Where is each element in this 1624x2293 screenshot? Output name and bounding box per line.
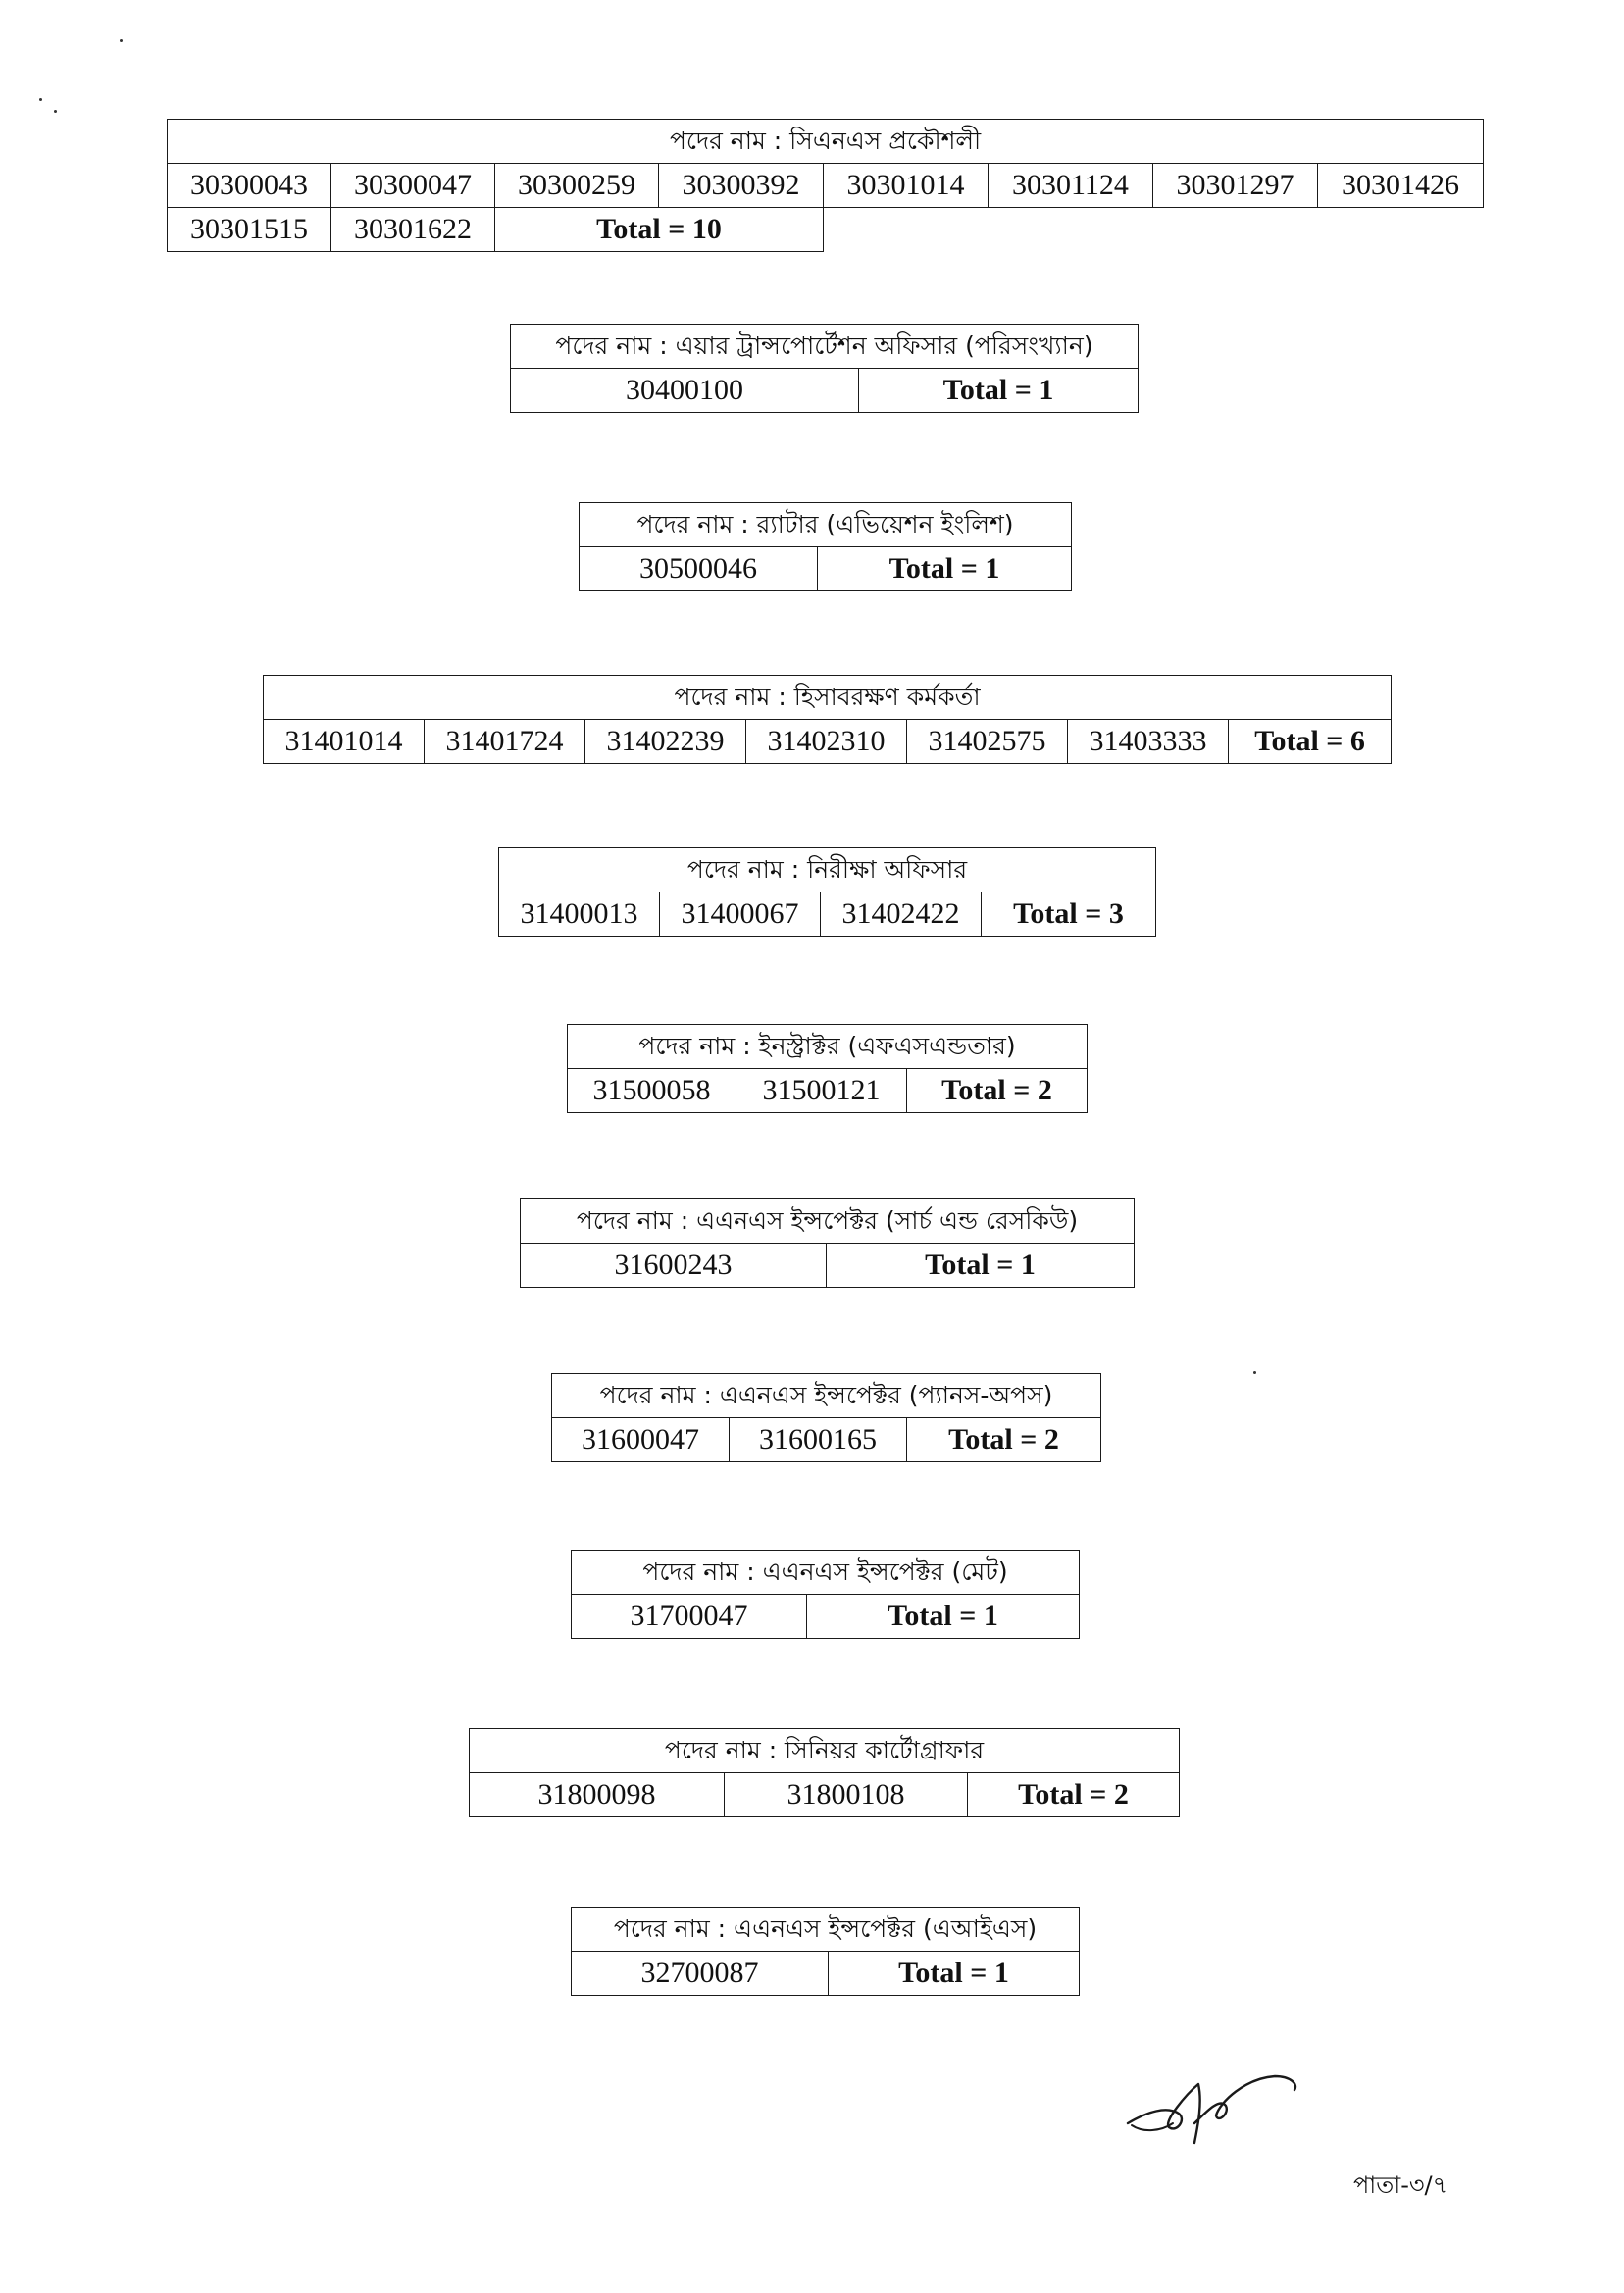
roll-number-cell: 30301426 xyxy=(1316,163,1485,208)
roll-number-cell: 30300047 xyxy=(330,163,495,208)
total-cell: Total = 2 xyxy=(906,1417,1101,1462)
roll-number-cell: 31400013 xyxy=(498,892,660,937)
post-table-cns-engineer: পদের নাম : সিএনএস প্রকৌশলী 30300043 3030… xyxy=(166,119,1485,252)
post-name-header: পদের নাম : ইনস্ট্রাক্টর (এফএসএন্ডতার) xyxy=(566,1024,1089,1069)
roll-number-cell: 31402575 xyxy=(906,719,1068,764)
roll-number-cell: 31700047 xyxy=(571,1594,807,1639)
post-table-ans-inspector-sar: পদের নাম : এএনএস ইন্সপেক্টর (সার্চ এন্ড … xyxy=(519,1198,1136,1288)
results-table: পদের নাম : ইনস্ট্রাক্টর (এফএসএন্ডতার) 31… xyxy=(566,1024,1089,1113)
post-table-ans-inspector-pans-ops: পদের নাম : এএনএস ইন্সপেক্টর (প্যানস-অপস)… xyxy=(551,1373,1101,1462)
roll-number-cell: 30500046 xyxy=(579,546,818,591)
results-table: পদের নাম : এএনএস ইন্সপেক্টর (প্যানস-অপস)… xyxy=(551,1373,1101,1462)
total-cell: Total = 3 xyxy=(981,892,1156,937)
post-name-header: পদের নাম : হিসাবরক্ষণ কর্মকর্তা xyxy=(262,675,1393,720)
scan-speck xyxy=(120,39,123,42)
post-table-air-transportation-officer: পদের নাম : এয়ার ট্রান্সপোর্টেশন অফিসার … xyxy=(510,324,1139,413)
roll-number-cell: 30300043 xyxy=(167,163,331,208)
results-table: পদের নাম : নিরীক্ষা অফিসার 31400013 3140… xyxy=(498,847,1156,937)
post-table-rater: পদের নাম : র‍্যাটার (এভিয়েশন ইংলিশ) 305… xyxy=(579,502,1072,591)
roll-number-cell: 31402310 xyxy=(745,719,907,764)
post-name-header: পদের নাম : নিরীক্ষা অফিসার xyxy=(498,847,1156,892)
roll-number-cell: 30301622 xyxy=(330,207,495,252)
roll-number-cell: 31400067 xyxy=(659,892,821,937)
scan-speck xyxy=(39,98,42,101)
roll-number-cell: 30400100 xyxy=(510,368,859,413)
scan-speck xyxy=(54,110,57,113)
roll-number-cell: 31800098 xyxy=(469,1772,725,1817)
total-cell: Total = 6 xyxy=(1227,719,1393,764)
roll-number-cell: 31800108 xyxy=(724,1772,968,1817)
post-name-header: পদের নাম : সিএনএস প্রকৌশলী xyxy=(166,119,1485,164)
total-cell: Total = 2 xyxy=(905,1068,1089,1113)
post-name-header: পদের নাম : এএনএস ইন্সপেক্টর (প্যানস-অপস) xyxy=(551,1373,1101,1418)
post-table-ans-inspector-ais: পদের নাম : এএনএস ইন্সপেক্টর (এআইএস) 3270… xyxy=(570,1907,1081,1996)
roll-number-cell: 30301124 xyxy=(988,163,1153,208)
roll-number-cell: 31500058 xyxy=(567,1068,736,1113)
results-table: পদের নাম : এএনএস ইন্সপেক্টর (মেট) 317000… xyxy=(571,1550,1080,1639)
results-table: পদের নাম : র‍্যাটার (এভিয়েশন ইংলিশ) 305… xyxy=(579,502,1072,591)
post-name-header: পদের নাম : এয়ার ট্রান্সপোর্টেশন অফিসার … xyxy=(510,324,1139,369)
roll-number-cell: 30301297 xyxy=(1152,163,1318,208)
roll-number-cell: 31402422 xyxy=(820,892,982,937)
post-table-instructor: পদের নাম : ইনস্ট্রাক্টর (এফএসএন্ডতার) 31… xyxy=(566,1024,1089,1113)
total-cell: Total = 10 xyxy=(494,207,824,252)
total-cell: Total = 1 xyxy=(825,1243,1136,1288)
post-table-accounts-officer: পদের নাম : হিসাবরক্ষণ কর্মকর্তা 31401014… xyxy=(262,675,1393,764)
roll-number-cell: 31600243 xyxy=(520,1243,827,1288)
roll-number-cell: 31401014 xyxy=(263,719,425,764)
post-name-header: পদের নাম : এএনএস ইন্সপেক্টর (এআইএস) xyxy=(570,1907,1081,1952)
roll-number-cell: 30300392 xyxy=(658,163,824,208)
roll-number-cell: 31402239 xyxy=(584,719,746,764)
results-table: পদের নাম : সিএনএস প্রকৌশলী 30300043 3030… xyxy=(166,119,1485,252)
total-cell: Total = 1 xyxy=(858,368,1139,413)
results-table: পদের নাম : এয়ার ট্রান্সপোর্টেশন অফিসার … xyxy=(510,324,1139,413)
post-table-ans-inspector-met: পদের নাম : এএনএস ইন্সপেক্টর (মেট) 317000… xyxy=(571,1550,1080,1639)
roll-number-cell: 31600047 xyxy=(551,1417,730,1462)
roll-number-cell: 31403333 xyxy=(1067,719,1229,764)
total-cell: Total = 1 xyxy=(817,546,1072,591)
post-table-senior-cartographer: পদের নাম : সিনিয়র কার্টোগ্রাফার 3180009… xyxy=(469,1728,1180,1817)
total-cell: Total = 2 xyxy=(967,1772,1180,1817)
post-table-audit-officer: পদের নাম : নিরীক্ষা অফিসার 31400013 3140… xyxy=(498,847,1156,937)
results-table: পদের নাম : হিসাবরক্ষণ কর্মকর্তা 31401014… xyxy=(262,675,1393,764)
roll-number-cell: 30301515 xyxy=(167,207,331,252)
roll-number-cell: 31600165 xyxy=(729,1417,907,1462)
signature xyxy=(1126,2074,1297,2145)
post-name-header: পদের নাম : সিনিয়র কার্টোগ্রাফার xyxy=(469,1728,1180,1773)
roll-number-cell: 32700087 xyxy=(571,1951,829,1996)
post-name-header: পদের নাম : এএনএস ইন্সপেক্টর (সার্চ এন্ড … xyxy=(519,1198,1136,1244)
scan-speck xyxy=(1253,1371,1256,1374)
post-name-header: পদের নাম : এএনএস ইন্সপেক্টর (মেট) xyxy=(571,1550,1080,1595)
total-cell: Total = 1 xyxy=(827,1951,1081,1996)
roll-number-cell: 31500121 xyxy=(736,1068,907,1113)
results-table: পদের নাম : সিনিয়র কার্টোগ্রাফার 3180009… xyxy=(469,1728,1180,1817)
results-table: পদের নাম : এএনএস ইন্সপেক্টর (সার্চ এন্ড … xyxy=(519,1198,1136,1288)
total-cell: Total = 1 xyxy=(806,1594,1080,1639)
roll-number-cell: 30300259 xyxy=(494,163,659,208)
roll-number-cell: 31401724 xyxy=(424,719,585,764)
post-name-header: পদের নাম : র‍্যাটার (এভিয়েশন ইংলিশ) xyxy=(579,502,1072,547)
results-table: পদের নাম : এএনএস ইন্সপেক্টর (এআইএস) 3270… xyxy=(570,1907,1081,1996)
page-number: পাতা-৩/৭ xyxy=(1353,2171,1448,2199)
roll-number-cell: 30301014 xyxy=(823,163,989,208)
